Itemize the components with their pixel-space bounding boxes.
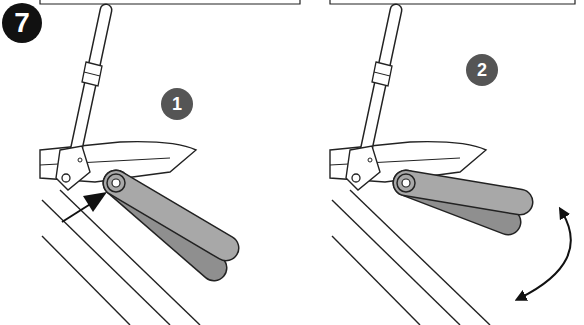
callout-number: 1	[161, 88, 193, 120]
step-badge	[2, 3, 42, 43]
panel-edge	[40, 0, 300, 4]
stroller-joint	[330, 10, 490, 325]
callout-number: 2	[466, 54, 498, 86]
press-arrow	[62, 192, 107, 222]
stroller-joint	[40, 10, 200, 325]
release-lever	[397, 174, 520, 222]
rotate-arrow	[520, 212, 571, 298]
release-lever	[107, 174, 226, 268]
step-number: 7	[2, 3, 42, 43]
callout-circle	[466, 54, 498, 86]
panel-edge	[330, 0, 575, 4]
callout-circle	[161, 88, 193, 120]
